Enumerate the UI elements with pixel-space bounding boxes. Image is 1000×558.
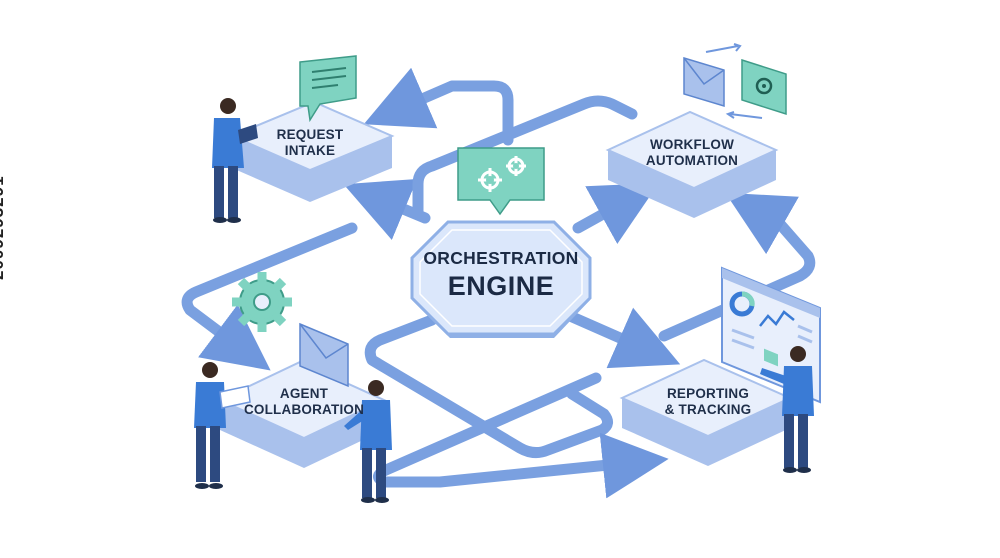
engine-prism <box>410 220 592 338</box>
person-clipboard <box>194 362 251 489</box>
request-intake-line1: REQUEST <box>276 127 344 142</box>
arrow-reporting-to-workflow <box>658 192 816 342</box>
settings-window-icon <box>741 58 787 116</box>
platform-reporting-tracking <box>619 358 793 466</box>
person-tablet <box>212 98 258 223</box>
workflow-automation-line1: WORKFLOW <box>649 137 735 152</box>
agent-collaboration-line2: COLLABORATION <box>243 401 365 417</box>
workflow-automation-label: WORKFLOW AUTOMATION <box>624 137 760 169</box>
workflow-automation-line2: AUTOMATION <box>645 152 739 168</box>
chat-bubble-icon <box>299 55 357 123</box>
request-intake-line2: INTAKE <box>284 142 336 158</box>
stock-id-text: 2009293291 <box>0 175 7 280</box>
agent-collaboration-line1: AGENT <box>279 386 329 401</box>
engine-line2: ENGINE <box>447 270 555 301</box>
engine-line1: ORCHESTRATION <box>423 248 579 268</box>
platform-agent-collaboration <box>217 360 387 468</box>
arrow-cross-loop-a <box>364 314 613 459</box>
engine-label: ORCHESTRATION ENGINE <box>412 248 590 303</box>
arrow-engine-loop-workflow <box>412 95 638 218</box>
agent-collaboration-label: AGENT COLLABORATION <box>236 386 372 418</box>
arrow-engine-to-request-upper <box>363 67 514 146</box>
sync-arrows-icon <box>705 43 763 119</box>
person-dashboard <box>760 346 814 473</box>
arrow-engine-to-reporting <box>564 307 681 369</box>
connector-arrows <box>181 67 816 499</box>
arrow-engine-to-workflow <box>572 183 659 244</box>
platform-request-intake <box>229 100 395 202</box>
envelope-agent-icon <box>299 322 349 388</box>
reporting-tracking-line1: REPORTING <box>666 386 750 401</box>
reporting-tracking-line2: & TRACKING <box>664 401 752 417</box>
reporting-tracking-label: REPORTING & TRACKING <box>646 386 770 418</box>
gear-icon <box>232 272 292 332</box>
envelope-icon <box>683 56 725 108</box>
platform-workflow-automation <box>605 110 779 218</box>
arrow-left-loop <box>181 222 358 371</box>
person-agent <box>344 380 392 503</box>
gears-icon <box>457 147 545 216</box>
request-intake-label: REQUEST INTAKE <box>258 127 362 159</box>
